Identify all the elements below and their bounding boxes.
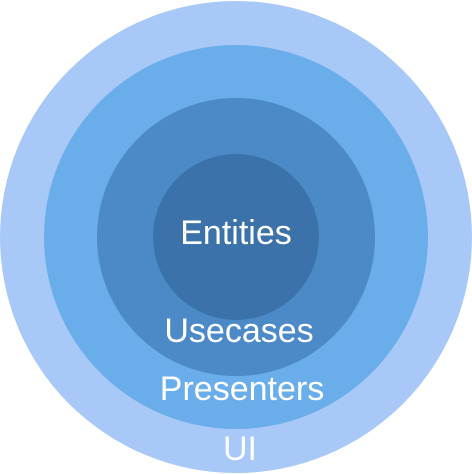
entities-label: Entities: [180, 214, 292, 252]
usecases-label: Usecases: [164, 312, 313, 350]
presenters-label: Presenters: [160, 370, 324, 408]
ui-label: UI: [223, 430, 257, 468]
entities-layer-circle: [153, 154, 319, 320]
